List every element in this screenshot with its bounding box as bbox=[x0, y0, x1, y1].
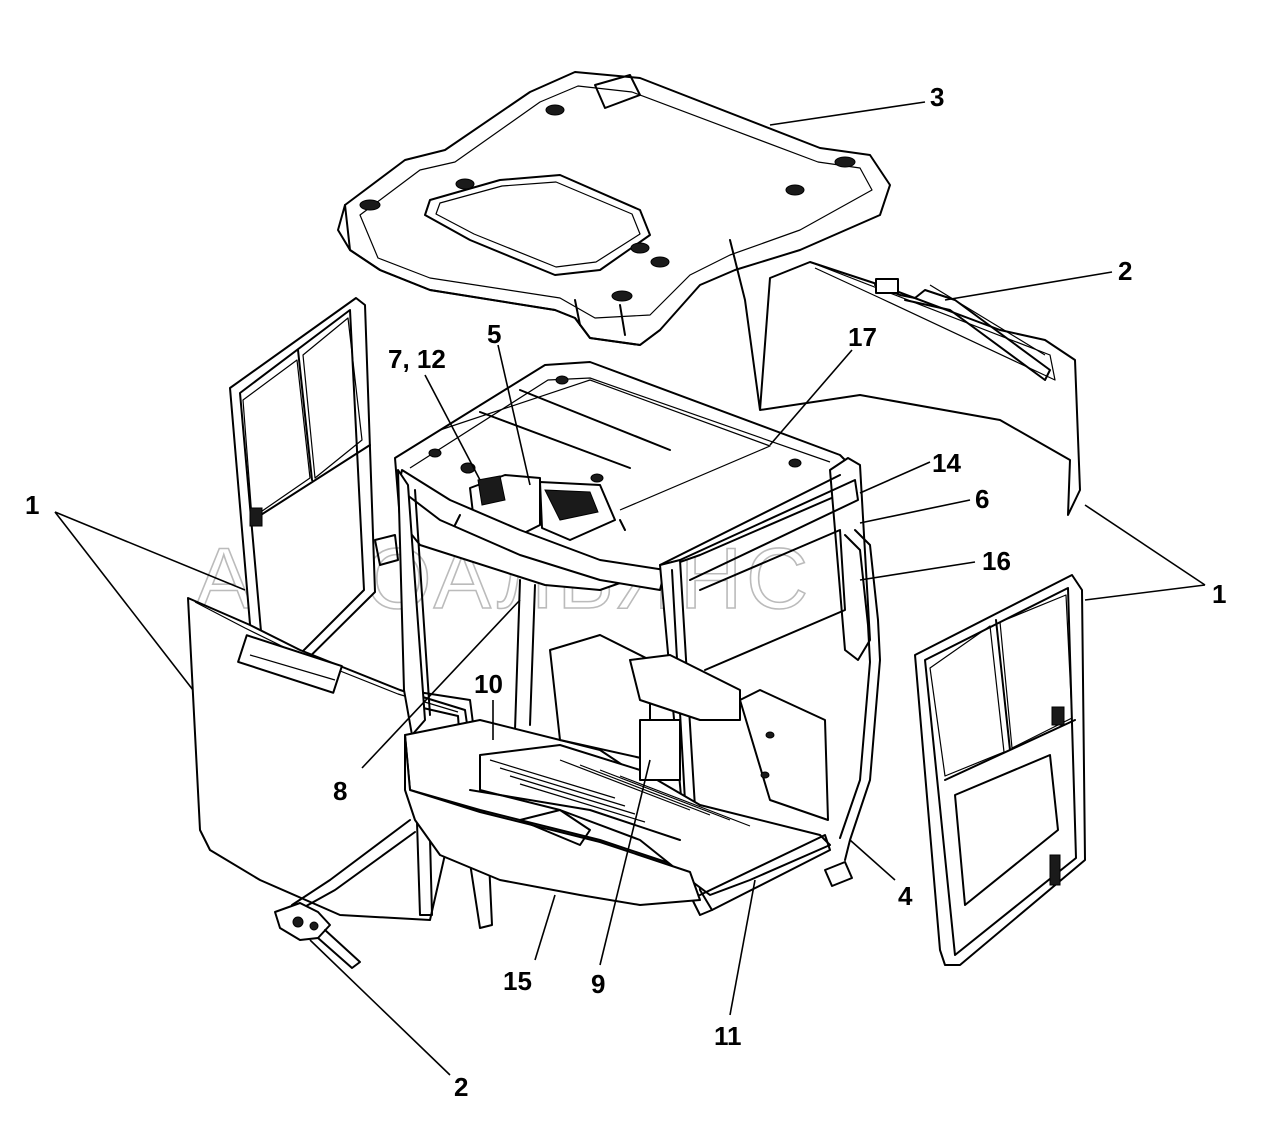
roof-panel bbox=[337, 71, 891, 346]
leader-3 bbox=[769, 101, 926, 126]
callout-6: 6 bbox=[975, 484, 989, 514]
leader-2-top bbox=[944, 271, 1113, 301]
callout-11: 11 bbox=[714, 1021, 742, 1051]
callout-10: 10 bbox=[474, 669, 503, 699]
callout-17: 17 bbox=[848, 322, 877, 352]
front-wiper-assembly bbox=[274, 819, 416, 969]
callout-2-top: 2 bbox=[1118, 256, 1132, 286]
rear-wiper-assembly bbox=[874, 278, 1051, 381]
callout-16: 16 bbox=[982, 546, 1011, 576]
leader-1-right-b bbox=[1084, 584, 1206, 601]
leader-14 bbox=[859, 461, 931, 494]
callout-1-right: 1 bbox=[1212, 579, 1226, 609]
callout-5: 5 bbox=[487, 319, 501, 349]
callout-8: 8 bbox=[333, 776, 347, 806]
leader-1-right-a bbox=[1084, 504, 1206, 586]
leader-9 bbox=[599, 759, 651, 966]
leader-1-left-b bbox=[54, 511, 194, 691]
leader-17 bbox=[769, 349, 853, 446]
leader-5 bbox=[497, 344, 531, 486]
leader-16 bbox=[859, 561, 976, 581]
callout-15: 15 bbox=[503, 966, 532, 996]
right-door bbox=[914, 574, 1086, 966]
left-door bbox=[229, 297, 376, 701]
callout-4: 4 bbox=[898, 881, 913, 911]
leader-7-12 bbox=[424, 374, 481, 481]
leader-6 bbox=[859, 499, 971, 524]
callout-1-left: 1 bbox=[25, 490, 39, 520]
callout-labels: 3 2 17 5 7, 12 14 6 16 1 1 10 8 4 15 9 1… bbox=[25, 82, 1226, 1102]
callout-2-bottom: 2 bbox=[454, 1072, 468, 1102]
leader-lines bbox=[54, 101, 1206, 1076]
leader-15 bbox=[534, 894, 556, 961]
callout-14: 14 bbox=[932, 448, 961, 478]
leader-1-left-a bbox=[54, 511, 246, 591]
callout-3: 3 bbox=[930, 82, 944, 112]
leader-2-bottom bbox=[309, 939, 451, 1076]
callout-9: 9 bbox=[591, 969, 605, 999]
cab-frame bbox=[374, 361, 881, 916]
leader-4 bbox=[849, 839, 896, 881]
leader-8 bbox=[361, 599, 521, 769]
callout-7-12: 7, 12 bbox=[388, 344, 446, 374]
leader-11 bbox=[729, 879, 756, 1016]
